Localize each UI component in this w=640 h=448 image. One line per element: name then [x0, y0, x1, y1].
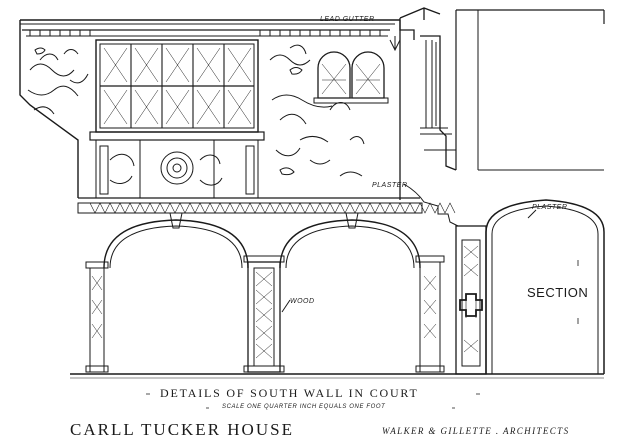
arched-window: [313, 51, 389, 104]
wood-label: WOOD: [290, 298, 315, 305]
medallion: [160, 151, 194, 185]
section-label: SECTION: [527, 285, 589, 300]
drawing-title: DETAILS OF SOUTH WALL IN COURT: [160, 386, 419, 400]
lead-gutter-label: LEAD GUTTER: [320, 16, 375, 23]
architects-credit: WALKER & GILLETTE . ARCHITECTS: [382, 426, 570, 436]
plaster-ornament: [27, 49, 89, 115]
columns: [85, 255, 445, 373]
arcade: [70, 202, 604, 379]
scale-note: SCALE ONE QUARTER INCH EQUALS ONE FOOT: [222, 404, 386, 410]
bay-window: [89, 39, 265, 199]
plaster-wall-label: PLASTER: [372, 182, 408, 189]
plaster-section-label: PLASTER: [532, 204, 568, 211]
upper-story: [19, 19, 420, 204]
house-name: CARLL TUCKER HOUSE: [70, 420, 294, 439]
wall-section: [399, 7, 605, 375]
section-bracket-detail: [459, 293, 483, 317]
cornice-dentils: [29, 30, 381, 36]
